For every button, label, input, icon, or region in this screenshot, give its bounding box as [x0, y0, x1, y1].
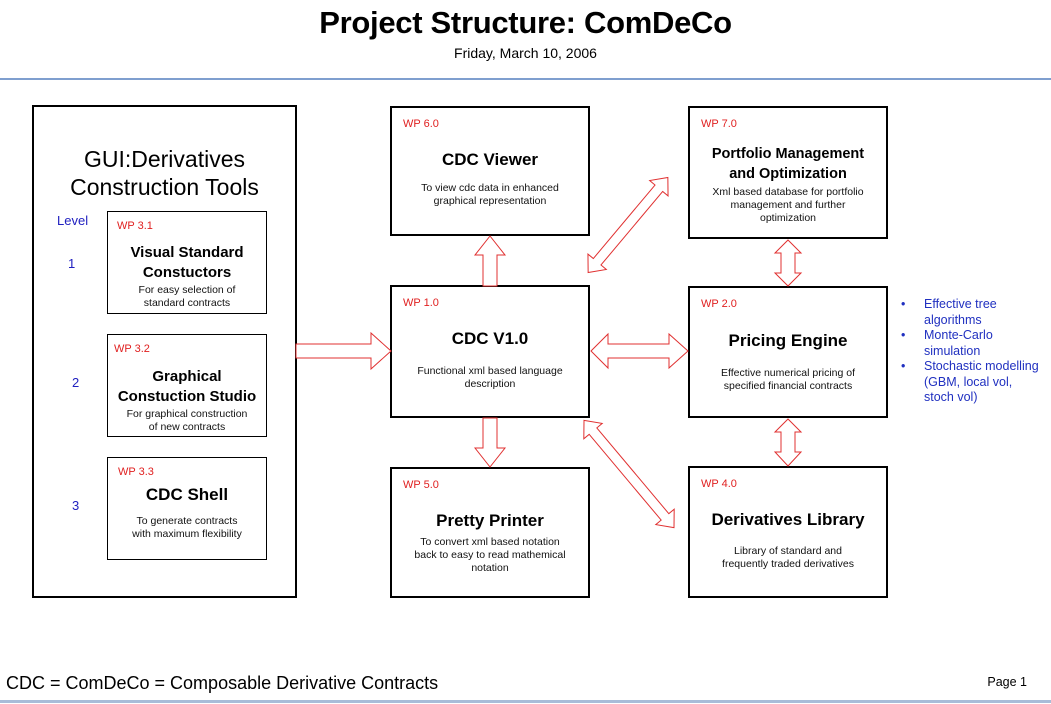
wp-label: WP 3.1 — [117, 220, 153, 232]
wp-derivatives-library[interactable]: WP 4.0 Derivatives Library Library of st… — [688, 466, 888, 598]
footer-legend: CDC = ComDeCo = Composable Derivative Co… — [6, 673, 439, 693]
arrow-portfolio-pricing — [773, 239, 803, 287]
module-desc: For easy selection of standard contracts — [138, 284, 236, 309]
wp-label: WP 4.0 — [701, 478, 737, 490]
wp-label: WP 7.0 — [701, 118, 737, 130]
module-desc: For graphical construction of new contra… — [126, 408, 248, 433]
module-title: Visual Standard Constuctors — [130, 244, 244, 281]
arrow-core-portfolio — [587, 176, 669, 274]
gui-panel-title: GUI:Derivatives Construction Tools — [34, 145, 295, 201]
wp-label: WP 5.0 — [403, 479, 439, 491]
pricing-features-list: • Effective tree algorithms • Monte-Carl… — [898, 297, 1051, 406]
module-desc: To generate contracts with maximum flexi… — [132, 515, 242, 540]
arrow-pricing-library — [773, 418, 803, 467]
module-cdc-shell[interactable]: WP 3.3 CDC Shell To generate contracts w… — [107, 457, 267, 560]
wp-desc: Effective numerical pricing of specified… — [720, 367, 856, 392]
feature-monte-carlo: • Monte-Carlo simulation — [901, 328, 993, 358]
level-3: 3 — [72, 498, 80, 513]
wp-pricing-engine[interactable]: WP 2.0 Pricing Engine Effective numerica… — [688, 286, 888, 418]
wp-label: WP 2.0 — [701, 298, 737, 310]
arrow-core-to-printer — [473, 417, 507, 468]
wp-title: Pricing Engine — [728, 331, 848, 350]
gui-title-line2: Construction Tools — [70, 174, 259, 200]
wp-desc: Functional xml based language descriptio… — [417, 365, 563, 390]
wp-label: WP 6.0 — [403, 118, 439, 130]
footer-divider — [0, 700, 1051, 703]
wp-title: Pretty Printer — [436, 511, 544, 530]
wp-cdc-core[interactable]: WP 1.0 CDC V1.0 Functional xml based lan… — [390, 285, 590, 418]
page-date: Friday, March 10, 2006 — [454, 45, 597, 61]
wp-label: WP 3.2 — [114, 343, 150, 355]
wp-title: CDC V1.0 — [451, 329, 529, 348]
level-label: Level — [57, 213, 89, 228]
page-title: Project Structure: ComDeCo — [319, 5, 732, 40]
module-title: CDC Shell — [145, 485, 229, 504]
wp-portfolio-management[interactable]: WP 7.0 Portfolio Management and Optimiza… — [688, 106, 888, 239]
module-graphical-construction-studio[interactable]: WP 3.2 Graphical Constuction Studio For … — [107, 334, 267, 437]
feature-tree-algorithms: • Effective tree algorithms — [901, 297, 997, 327]
arrow-gui-to-core — [295, 331, 392, 371]
wp-label: WP 1.0 — [403, 297, 439, 309]
level-2: 2 — [72, 375, 80, 390]
wp-title: CDC Viewer — [441, 150, 539, 169]
wp-desc: Library of standard and frequently trade… — [722, 545, 854, 570]
arrow-core-library — [583, 419, 675, 529]
module-visual-standard-constructors[interactable]: WP 3.1 Visual Standard Constuctors For e… — [107, 211, 267, 314]
arrow-core-pricing — [590, 332, 689, 370]
page-number: Page 1 — [987, 675, 1027, 689]
arrow-core-to-viewer — [473, 235, 507, 287]
wp-title: Derivatives Library — [711, 510, 865, 529]
wp-desc: To view cdc data in enhanced graphical r… — [421, 182, 559, 207]
wp-cdc-viewer[interactable]: WP 6.0 CDC Viewer To view cdc data in en… — [390, 106, 590, 236]
wp-title: Portfolio Management and Optimization — [711, 146, 865, 182]
wp-desc: Xml based database for portfolio managem… — [712, 186, 864, 224]
wp-label: WP 3.3 — [118, 466, 154, 478]
module-title: Graphical Constuction Studio — [117, 368, 257, 405]
feature-stochastic-modelling: • Stochastic modelling (GBM, local vol, … — [901, 359, 1039, 404]
level-1: 1 — [68, 256, 76, 271]
wp-desc: To convert xml based notation back to ea… — [414, 536, 566, 574]
gui-title-line1: GUI:Derivatives — [83, 146, 246, 172]
header-divider — [0, 78, 1051, 80]
wp-pretty-printer[interactable]: WP 5.0 Pretty Printer To convert xml bas… — [390, 467, 590, 598]
